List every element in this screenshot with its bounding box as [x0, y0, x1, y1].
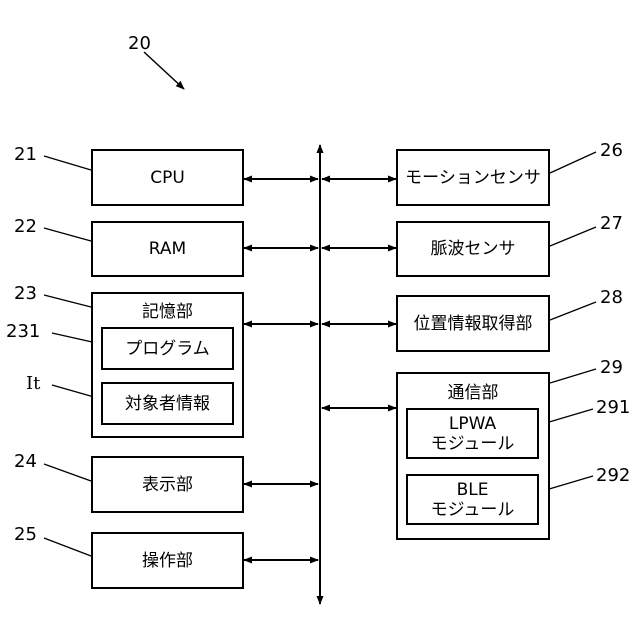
storage-label: 記憶部 [142, 302, 193, 322]
ble-label-line2: モジュール [431, 500, 515, 520]
ref-20: 20 [128, 34, 151, 54]
motion-sensor-label: モーションセンサ [405, 168, 541, 188]
pulse-sensor-label: 脈波センサ [431, 239, 516, 259]
pulse-sensor-block: 脈波センサ [396, 221, 550, 277]
leader-21 [44, 156, 91, 170]
ref-22: 22 [14, 217, 37, 237]
comm-label: 通信部 [448, 383, 499, 403]
ref-20-arrow [144, 52, 184, 89]
ref-29: 29 [600, 358, 623, 378]
location-block: 位置情報取得部 [396, 295, 550, 352]
leader-23 [44, 295, 91, 307]
subject-info-block: 対象者情報 [101, 382, 234, 425]
leader-27 [550, 227, 596, 246]
ref-23: 23 [14, 284, 37, 304]
ref-231: 231 [6, 322, 40, 342]
ble-label-line1: BLE [457, 480, 489, 500]
ref-27: 27 [600, 214, 623, 234]
leader-29 [550, 369, 596, 383]
ref-28: 28 [600, 288, 623, 308]
ref-291: 291 [596, 398, 630, 418]
leader-26 [550, 152, 596, 173]
motion-sensor-block: モーションセンサ [396, 149, 550, 206]
subject-info-label: 対象者情報 [125, 394, 210, 414]
operation-block: 操作部 [91, 532, 244, 589]
ref-26: 26 [600, 141, 623, 161]
ref-It: It [26, 374, 40, 394]
cpu-block: CPU [91, 149, 244, 206]
leader-22 [44, 228, 91, 241]
program-label: プログラム [125, 339, 210, 359]
ref-25: 25 [14, 525, 37, 545]
ram-block: RAM [91, 221, 244, 277]
operation-label: 操作部 [142, 551, 193, 571]
ref-292: 292 [596, 466, 630, 486]
leader-25 [44, 538, 91, 556]
location-label: 位置情報取得部 [414, 314, 533, 334]
leader-24 [44, 464, 91, 481]
cpu-label: CPU [150, 168, 185, 188]
program-block: プログラム [101, 327, 234, 370]
ref-24: 24 [14, 452, 37, 472]
ram-label: RAM [149, 239, 186, 259]
leader-28 [550, 302, 596, 320]
display-block: 表示部 [91, 456, 244, 513]
display-label: 表示部 [142, 475, 193, 495]
lpwa-module-block: LPWA モジュール [406, 408, 539, 459]
lpwa-label-line1: LPWA [449, 414, 496, 434]
ref-21: 21 [14, 145, 37, 165]
ble-module-block: BLE モジュール [406, 474, 539, 525]
lpwa-label-line2: モジュール [431, 434, 515, 454]
